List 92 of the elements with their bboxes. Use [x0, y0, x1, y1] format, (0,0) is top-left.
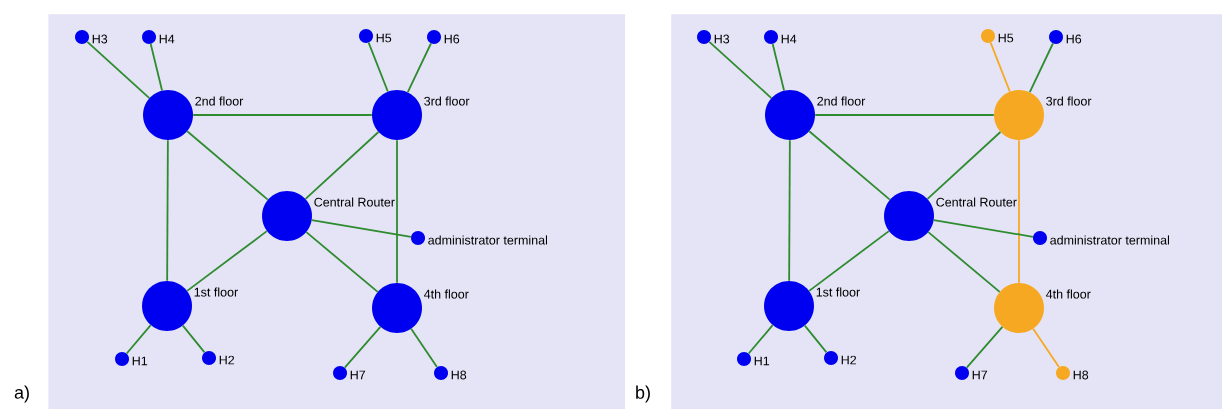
network-node: [737, 352, 751, 366]
panel-background: [671, 14, 1222, 409]
network-node: [427, 30, 441, 44]
network-node: [434, 366, 448, 380]
network-node: [142, 30, 156, 44]
link-line: [1018, 139, 1020, 284]
link-line: [808, 230, 890, 292]
link-line: [771, 43, 785, 92]
network-node: [994, 90, 1044, 140]
node-label: 1st floor: [815, 286, 861, 298]
network-node: [824, 351, 838, 365]
link-line: [186, 130, 269, 201]
link-line: [304, 131, 380, 200]
link-line: [192, 114, 373, 116]
link-line: [989, 41, 1011, 93]
network-node: [115, 352, 129, 366]
network-node: [764, 281, 814, 331]
panel-label: a): [14, 385, 29, 403]
panel-label: b): [636, 385, 650, 403]
link-line: [932, 219, 1034, 238]
link-line: [396, 139, 398, 284]
node-label: 2nd floor: [194, 95, 244, 107]
node-label: H2: [218, 355, 236, 365]
link-line: [1032, 327, 1060, 368]
link-line: [927, 231, 1001, 293]
node-label: H3: [91, 34, 109, 44]
network-node: [333, 366, 347, 380]
node-label: 4th floor: [423, 288, 470, 300]
network-node: [994, 283, 1044, 333]
network-node: [981, 29, 995, 43]
link-line: [86, 40, 151, 99]
network-node: [142, 281, 192, 331]
network-node: [765, 90, 815, 140]
network-node: [1056, 366, 1070, 380]
node-label: H6: [1065, 34, 1083, 44]
link-line: [808, 130, 891, 201]
link-line: [410, 327, 438, 368]
node-label: H4: [780, 34, 798, 44]
node-label: H7: [971, 370, 989, 380]
network-node: [1049, 30, 1063, 44]
node-label: 3rd floor: [1045, 95, 1093, 107]
node-label: H7: [349, 370, 367, 380]
link-line: [406, 42, 432, 94]
link-line: [708, 40, 773, 99]
node-label: H3: [713, 34, 731, 44]
link-line: [125, 324, 152, 355]
link-line: [788, 139, 791, 282]
network-node: [697, 30, 711, 44]
network-node: [359, 29, 373, 43]
network-node: [262, 191, 312, 241]
node-label: H1: [131, 356, 149, 366]
node-label: 4th floor: [1045, 288, 1092, 300]
link-line: [803, 324, 828, 354]
node-label: Central Router: [935, 196, 1018, 208]
link-line: [367, 41, 389, 93]
panel-background: [48, 14, 626, 409]
link-line: [965, 326, 1004, 369]
link-line: [149, 43, 163, 92]
network-node: [764, 30, 778, 44]
node-label: H1: [753, 356, 771, 366]
link-line: [310, 219, 412, 238]
node-label: H5: [375, 33, 393, 43]
node-label: Central Router: [313, 196, 396, 208]
link-line: [814, 114, 995, 116]
link-line: [166, 139, 169, 282]
node-label: administrator terminal: [1049, 234, 1171, 246]
link-line: [343, 326, 382, 369]
node-label: H8: [1072, 370, 1090, 380]
network-node: [884, 191, 934, 241]
network-node: [411, 231, 425, 245]
network-node: [202, 351, 216, 365]
link-line: [181, 324, 206, 354]
network-node: [955, 366, 969, 380]
link-line: [186, 230, 268, 292]
node-label: 1st floor: [193, 286, 239, 298]
link-line: [747, 324, 774, 355]
node-label: H6: [443, 34, 461, 44]
node-label: H2: [840, 355, 858, 365]
network-node: [75, 30, 89, 44]
node-label: 3rd floor: [423, 95, 471, 107]
node-label: H5: [997, 33, 1015, 43]
node-label: administrator terminal: [427, 234, 549, 246]
link-line: [305, 231, 379, 293]
node-label: 2nd floor: [816, 95, 866, 107]
link-line: [1028, 42, 1054, 94]
node-label: H4: [158, 34, 176, 44]
network-node: [372, 90, 422, 140]
node-label: H8: [450, 370, 468, 380]
network-node: [143, 90, 193, 140]
network-node: [372, 283, 422, 333]
network-node: [1033, 231, 1047, 245]
link-line: [926, 131, 1002, 200]
